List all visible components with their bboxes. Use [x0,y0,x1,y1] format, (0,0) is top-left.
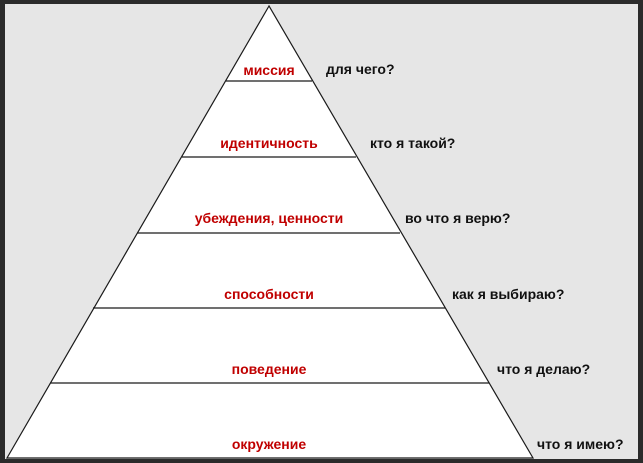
level-question-behavior: что я делаю? [497,361,590,377]
pyramid-shape [5,4,535,459]
level-label-capabilities: способности [224,286,314,302]
level-label-environment: окружение [232,436,306,452]
level-question-identity: кто я такой? [370,135,455,151]
level-question-capabilities: как я выбираю? [452,286,564,302]
level-label-mission: миссия [243,62,294,78]
level-label-beliefs: убеждения, ценности [195,210,344,226]
level-label-identity: идентичность [220,135,318,151]
level-question-mission: для чего? [326,61,395,77]
level-label-behavior: поведение [232,361,307,377]
level-question-beliefs: во что я верю? [405,210,510,226]
level-question-environment: что я имею? [537,436,624,452]
